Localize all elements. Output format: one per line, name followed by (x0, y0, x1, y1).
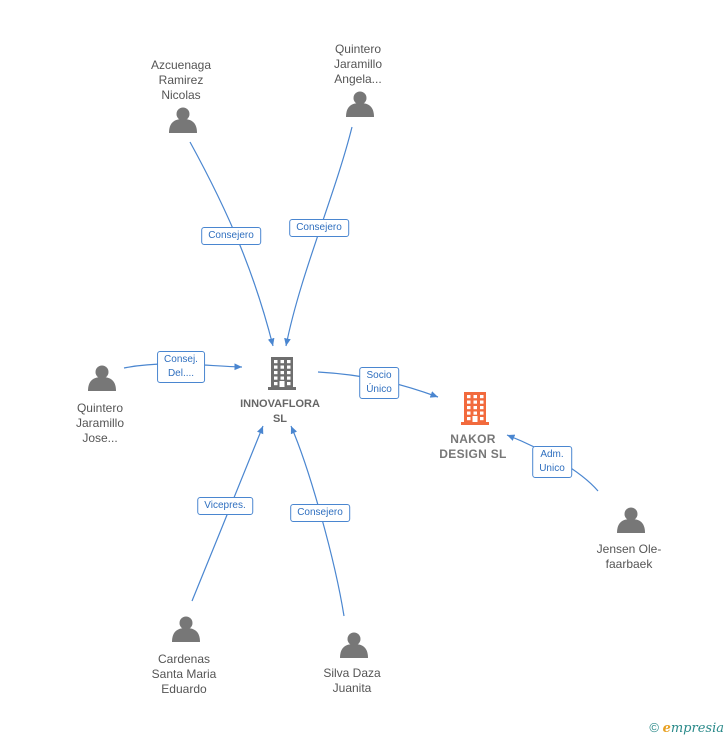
footer-brand[interactable]: © empresia (649, 720, 724, 736)
brand-logo: empresia (662, 721, 724, 736)
person-icon[interactable] (346, 91, 374, 118)
edge-label-silva[interactable]: Consejero (290, 504, 350, 522)
node-label-innovaflora[interactable]: INNOVAFLORA SL (240, 398, 320, 425)
edge-label-jensen[interactable]: Adm. Unico (532, 446, 572, 478)
node-label-nakor[interactable]: NAKOR DESIGN SL (439, 432, 507, 461)
node-label-azcuenaga[interactable]: Azcuenaga Ramirez Nicolas (150, 58, 212, 102)
edge-label-cardenas[interactable]: Vicepres. (197, 497, 253, 515)
node-label-jensen[interactable]: Jensen Ole- faarbaek (596, 542, 662, 571)
node-label-quintero_jose[interactable]: Quintero Jaramillo Jose... (75, 401, 125, 445)
edge-label-quintero_jose[interactable]: Consej. Del.... (157, 351, 205, 383)
node-label-silva[interactable]: Silva Daza Juanita (323, 666, 381, 695)
building-icon[interactable] (461, 392, 489, 425)
person-icon[interactable] (172, 616, 200, 643)
node-label-quintero_angela[interactable]: Quintero Jaramillo Angela... (333, 42, 383, 86)
edge-label-innovaflora[interactable]: Socio Único (359, 367, 399, 399)
person-icon[interactable] (169, 107, 197, 134)
person-icon[interactable] (340, 632, 368, 659)
copyright-symbol: © (649, 720, 659, 735)
node-label-cardenas[interactable]: Cardenas Santa Maria Eduardo (151, 652, 217, 696)
edge-label-azcuenaga[interactable]: Consejero (201, 227, 261, 245)
person-icon[interactable] (617, 507, 645, 534)
edge-label-quintero_angela[interactable]: Consejero (289, 219, 349, 237)
building-icon[interactable] (268, 357, 296, 390)
person-icon[interactable] (88, 365, 116, 392)
